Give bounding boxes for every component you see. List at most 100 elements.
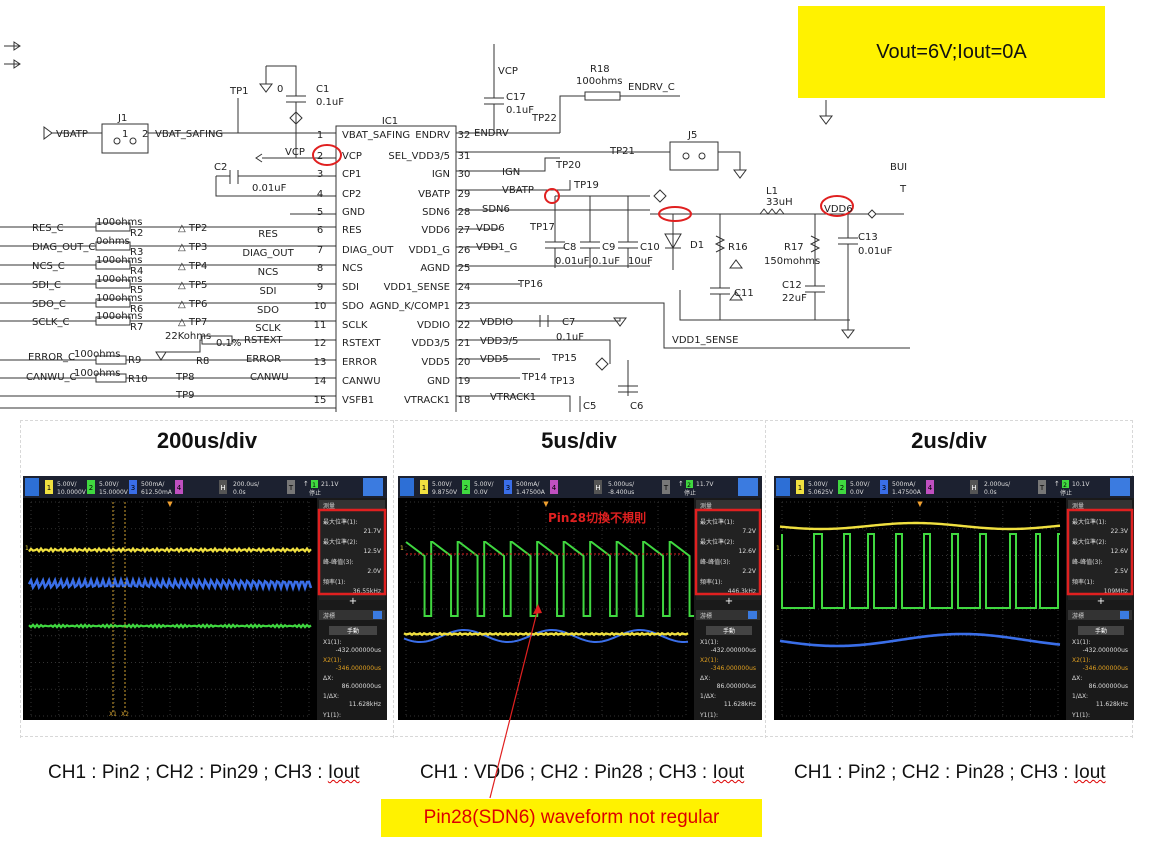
resistor-value: 100ohms [96, 293, 143, 304]
measurement-value: 2.2V [742, 568, 757, 575]
schematic-vdd35: VDD3/5 [480, 336, 518, 347]
measurement-value: 7.2V [742, 528, 757, 535]
waveform-trace [403, 631, 689, 637]
pin-name: VDD5 [421, 357, 450, 368]
scope-box [796, 480, 804, 494]
schematic-vbatp: VBATP [56, 129, 88, 140]
scope-box [1038, 480, 1046, 494]
schematic-vdd6: VDD6 [476, 223, 505, 234]
pin-name: SCLK [342, 320, 368, 331]
waveform-trace [779, 521, 1061, 531]
pin-number: 21 [458, 338, 471, 349]
schematic-c6: C6 [630, 401, 643, 412]
cursor-mode: 手動 [347, 627, 359, 635]
trigger-position-marker: ▼ [917, 500, 923, 508]
schematic-r9v: 100ohms [74, 349, 121, 360]
scope-box [319, 500, 385, 510]
schematic-r18: R18 [590, 64, 610, 75]
trigger-slope: ↑ [678, 480, 684, 488]
scope-box [23, 476, 387, 498]
trigger-slope: ↑ [1054, 480, 1060, 488]
cursor-panel-title: 游標 [700, 612, 712, 620]
channel-number: 3 [506, 484, 510, 492]
schematic-vdd6_net: VDD6 [824, 204, 853, 215]
schematic-vcp_top: VCP [498, 66, 518, 77]
scope-box [319, 510, 385, 600]
channel-scale: 5.00V/ [432, 481, 452, 488]
schematic-tp14: TP14 [521, 372, 547, 383]
pin-number: 25 [458, 263, 471, 274]
scope-box [1068, 500, 1132, 510]
schematic-c12v: 22uF [782, 293, 807, 304]
schematic-r18v: 100ohms [576, 76, 623, 87]
scope-box [175, 480, 183, 494]
pin-name: VTRACK1 [404, 395, 450, 406]
schematic-tp13: TP13 [549, 376, 575, 387]
scope-box [129, 480, 137, 494]
schematic-c5: C5 [583, 401, 596, 412]
schematic-d1: D1 [690, 240, 704, 251]
pin-number: 1 [317, 130, 323, 141]
cursor-label: X2(1): [1072, 657, 1090, 664]
scope-box [594, 480, 602, 494]
channel-offset: 15.0000V [99, 489, 129, 496]
pin-name: ERROR [342, 357, 377, 368]
schematic-error: ERROR [246, 354, 281, 365]
measurement-value: 22.3V [1111, 528, 1129, 535]
resistor-ref: R4 [130, 266, 143, 277]
horizontal-label: H [595, 484, 600, 492]
channel-number: 1 [422, 484, 426, 492]
trigger-label: T [1039, 484, 1045, 492]
pin-name: SDI [342, 282, 359, 293]
scope-box [696, 500, 760, 510]
schematic-c13: C13 [858, 232, 878, 243]
scope-box [420, 480, 428, 494]
schematic-vbatp_r: VBATP [502, 185, 534, 196]
pin-number: 23 [458, 301, 471, 312]
pin-number: 18 [458, 395, 471, 406]
pin-name: SDN6 [422, 207, 450, 218]
column-header: 2us/div [911, 428, 987, 453]
cursor-panel-title: 游標 [323, 612, 335, 620]
scope-box [329, 626, 377, 635]
channel-offset: 0.0V [850, 489, 865, 496]
testpoint-label: △ TP4 [178, 261, 207, 272]
caption-iout: Iout [327, 762, 360, 783]
schematic-tp16: TP16 [517, 279, 543, 290]
cursor-value: -432.000000us [1083, 647, 1128, 654]
pin-number: 27 [458, 225, 471, 236]
add-measurement-icon: + [349, 596, 357, 607]
pin-name: AGND_K/COMP1 [370, 301, 450, 312]
scope-grid [405, 501, 687, 717]
cursor-label: Y1(1): [699, 712, 718, 719]
scope-box [87, 480, 95, 494]
channel-offset: 612.50mA [141, 489, 173, 496]
caption-1: CH1 : Pin2 ; CH2 : Pin29 ; CH3 : Iout [48, 762, 360, 784]
cursor-label: ΔX: [700, 675, 710, 682]
pin-number: 13 [314, 357, 327, 368]
testpoint-label: △ TP6 [178, 299, 207, 310]
ch1-marker: 1 [25, 545, 29, 552]
cursor-label: Y1(1): [1071, 712, 1090, 719]
channel-number: 4 [928, 484, 933, 492]
measurement-label: 頻率(1): [700, 578, 723, 586]
caption-text: CH1 : Pin2 ; CH2 : Pin28 ; CH3 : [794, 762, 1074, 783]
schematic-pin2: 2 [142, 129, 148, 140]
time-offset: -8.400us [608, 489, 634, 496]
condition-note: Vout=6V;Iout=0A [798, 6, 1105, 98]
measurement-value: 446.3kHz [728, 588, 756, 595]
schematic-r17: R17 [784, 242, 804, 253]
measurement-label: 頻率(1): [323, 578, 346, 586]
channel-number: 2 [89, 484, 93, 492]
schematic-c17: C17 [506, 92, 526, 103]
trigger-channel: 1 [312, 482, 316, 489]
schematic-vtrack1: VTRACK1 [490, 392, 536, 403]
pin-number: 4 [317, 189, 323, 200]
scope-box [373, 611, 382, 619]
measurement-value: 2.0V [367, 568, 382, 575]
net-label: DIAG_OUT [242, 248, 294, 259]
scope-box [926, 480, 934, 494]
waveform-trace [779, 632, 1061, 648]
pin-name: IGN [432, 169, 450, 180]
